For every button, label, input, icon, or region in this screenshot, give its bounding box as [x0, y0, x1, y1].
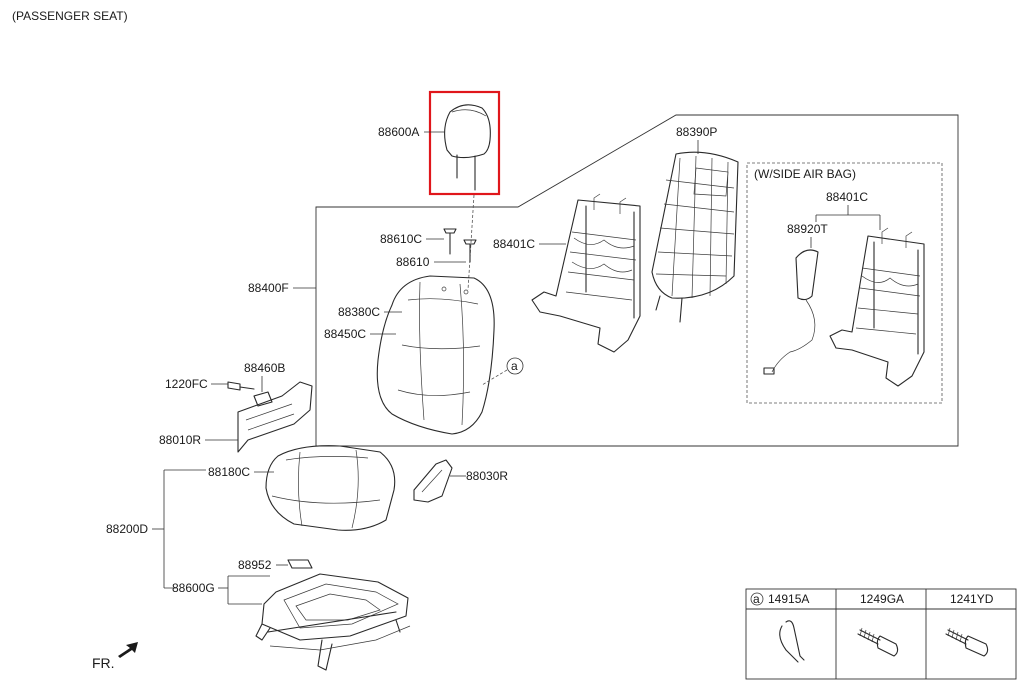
bracket-88200D	[163, 469, 206, 589]
callout-88920T: 88920T	[787, 222, 828, 236]
callout-88010R: 88010R	[159, 433, 201, 447]
headrest-guide-88610[interactable]	[463, 239, 477, 263]
bolt-1220FC[interactable]	[227, 381, 255, 391]
leader-88401C-airbag	[815, 205, 881, 230]
legend-header-1249GA: 1249GA	[860, 592, 904, 606]
clip-14915A-illustration[interactable]	[779, 620, 805, 663]
seat-cushion-88180C[interactable]	[265, 445, 396, 531]
legend-table-border	[745, 588, 1017, 680]
side-airbag-title: (W/SIDE AIR BAG)	[754, 167, 856, 181]
seatback-cover-88380C[interactable]	[376, 275, 495, 435]
guide-hole-left	[441, 286, 447, 292]
callout-88400F: 88400F	[248, 281, 289, 295]
headrest-guide-88610C[interactable]	[443, 228, 457, 255]
seatback-frame-airbag-88401C[interactable]	[829, 227, 925, 387]
legend-header-14915A: 14915A	[768, 592, 809, 606]
cushion-frame-88600G[interactable]	[255, 573, 411, 671]
recliner-cover-88010R[interactable]	[237, 381, 313, 453]
sensor-88952[interactable]	[287, 559, 313, 569]
callout-88600G: 88600G	[172, 581, 215, 595]
ref-a-circle[interactable]	[506, 357, 524, 375]
screw-1249GA-illustration[interactable]	[857, 627, 899, 657]
bracket-88600G	[227, 575, 270, 605]
callout-88450C: 88450C	[324, 327, 366, 341]
side-airbag-module-88920T[interactable]	[763, 249, 819, 375]
headrest-88600A[interactable]	[444, 104, 491, 191]
callout-88200D: 88200D	[106, 522, 148, 536]
callout-88180C: 88180C	[208, 465, 250, 479]
seatback-frame-88401C[interactable]	[531, 193, 641, 353]
screw-1241YD-illustration[interactable]	[945, 627, 989, 657]
callout-88401C: 88401C	[493, 237, 535, 251]
page-title: (PASSENGER SEAT)	[12, 9, 128, 23]
front-arrow-icon	[118, 642, 138, 658]
callout-88460B: 88460B	[244, 361, 285, 375]
front-orientation-label: FR.	[92, 655, 115, 671]
hardware-legend-table: a 14915A 1249GA 1241YD	[745, 588, 1017, 680]
headrest-dash-line	[467, 194, 475, 291]
callout-88380C: 88380C	[338, 305, 380, 319]
legend-ref-label: a	[753, 592, 760, 606]
callout-88390P: 88390P	[676, 125, 717, 139]
callout-88401C-airbag: 88401C	[826, 190, 868, 204]
ref-a-label: a	[511, 359, 518, 373]
callout-88952: 88952	[238, 558, 272, 572]
headrest-highlight-box[interactable]	[428, 90, 501, 196]
side-airbag-box	[746, 162, 943, 404]
callout-88610C: 88610C	[380, 232, 422, 246]
legend-header-1241YD: 1241YD	[950, 592, 994, 606]
callout-88600A: 88600A	[378, 125, 419, 139]
callout-1220FC: 1220FC	[165, 377, 208, 391]
side-shield-88030R[interactable]	[413, 459, 453, 503]
ref-a-dash	[481, 369, 508, 386]
back-board-88390P[interactable]	[651, 151, 739, 323]
callout-88610: 88610	[396, 255, 430, 269]
callout-88030R: 88030R	[466, 469, 508, 483]
guide-hole-right	[463, 289, 469, 295]
legend-ref-circle	[750, 592, 764, 606]
